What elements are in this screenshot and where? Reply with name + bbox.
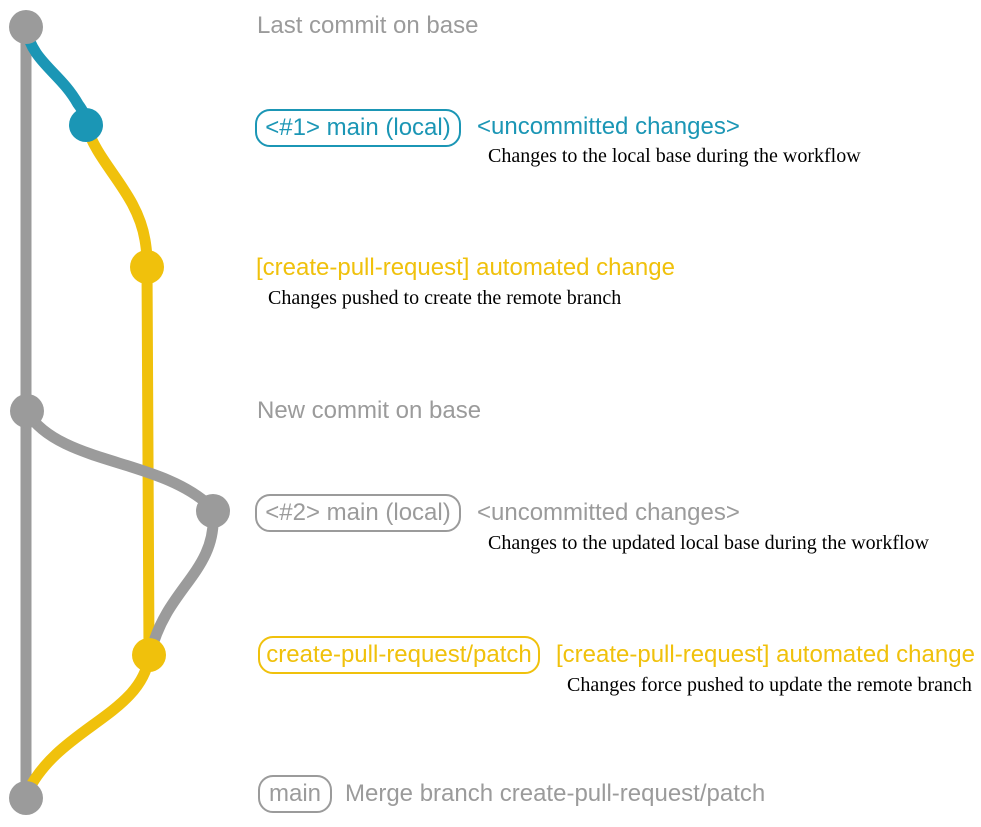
badge-main-local-1-label: <#1> main (local) — [265, 114, 451, 141]
badge-main-local-2: <#2> main (local) — [255, 494, 461, 532]
badge-main-label: main — [268, 780, 322, 807]
label-uncommitted-changes-1: <uncommitted changes> — [477, 113, 740, 140]
note-force-push-update-remote: Changes force pushed to update the remot… — [567, 674, 972, 696]
label-new-commit-on-base: New commit on base — [257, 397, 482, 424]
commit-dot-remote-2 — [132, 638, 166, 672]
git-graph — [9, 10, 230, 815]
note-local-base-changes-2: Changes to the updated local base during… — [488, 532, 929, 554]
commit-dot-local-1 — [69, 108, 103, 142]
label-uncommitted-changes-2: <uncommitted changes> — [477, 499, 740, 526]
commit-dot-merge — [9, 781, 43, 815]
label-automated-change-1: [create-pull-request] automated change — [256, 254, 675, 281]
commit-dot-local-2 — [196, 494, 230, 528]
badge-main-local-2-label: <#2> main (local) — [265, 499, 451, 526]
commit-dot-remote-1 — [130, 250, 164, 284]
merge-line — [21, 651, 155, 799]
label-last-commit-on-base: Last commit on base — [257, 12, 479, 39]
label-automated-change-2: [create-pull-request] automated change — [556, 641, 975, 668]
badge-main-local-1: <#1> main (local) — [255, 109, 461, 147]
label-merge-branch: Merge branch create-pull-request/patch — [345, 780, 766, 807]
local2-to-remote-line — [146, 507, 219, 654]
local-main-branch-line — [20, 22, 92, 131]
commit-dot-base-top — [9, 10, 43, 44]
remote-branch-line — [80, 119, 155, 656]
commit-dot-base-new — [10, 394, 44, 428]
badge-create-pull-request-patch-label: create-pull-request/patch — [266, 641, 532, 668]
badge-create-pull-request-patch: create-pull-request/patch — [258, 636, 540, 674]
badge-main: main — [258, 775, 332, 813]
note-local-base-changes-1: Changes to the local base during the wor… — [488, 145, 861, 167]
base-to-local2-line — [21, 406, 217, 513]
note-push-create-remote: Changes pushed to create the remote bran… — [268, 287, 622, 309]
